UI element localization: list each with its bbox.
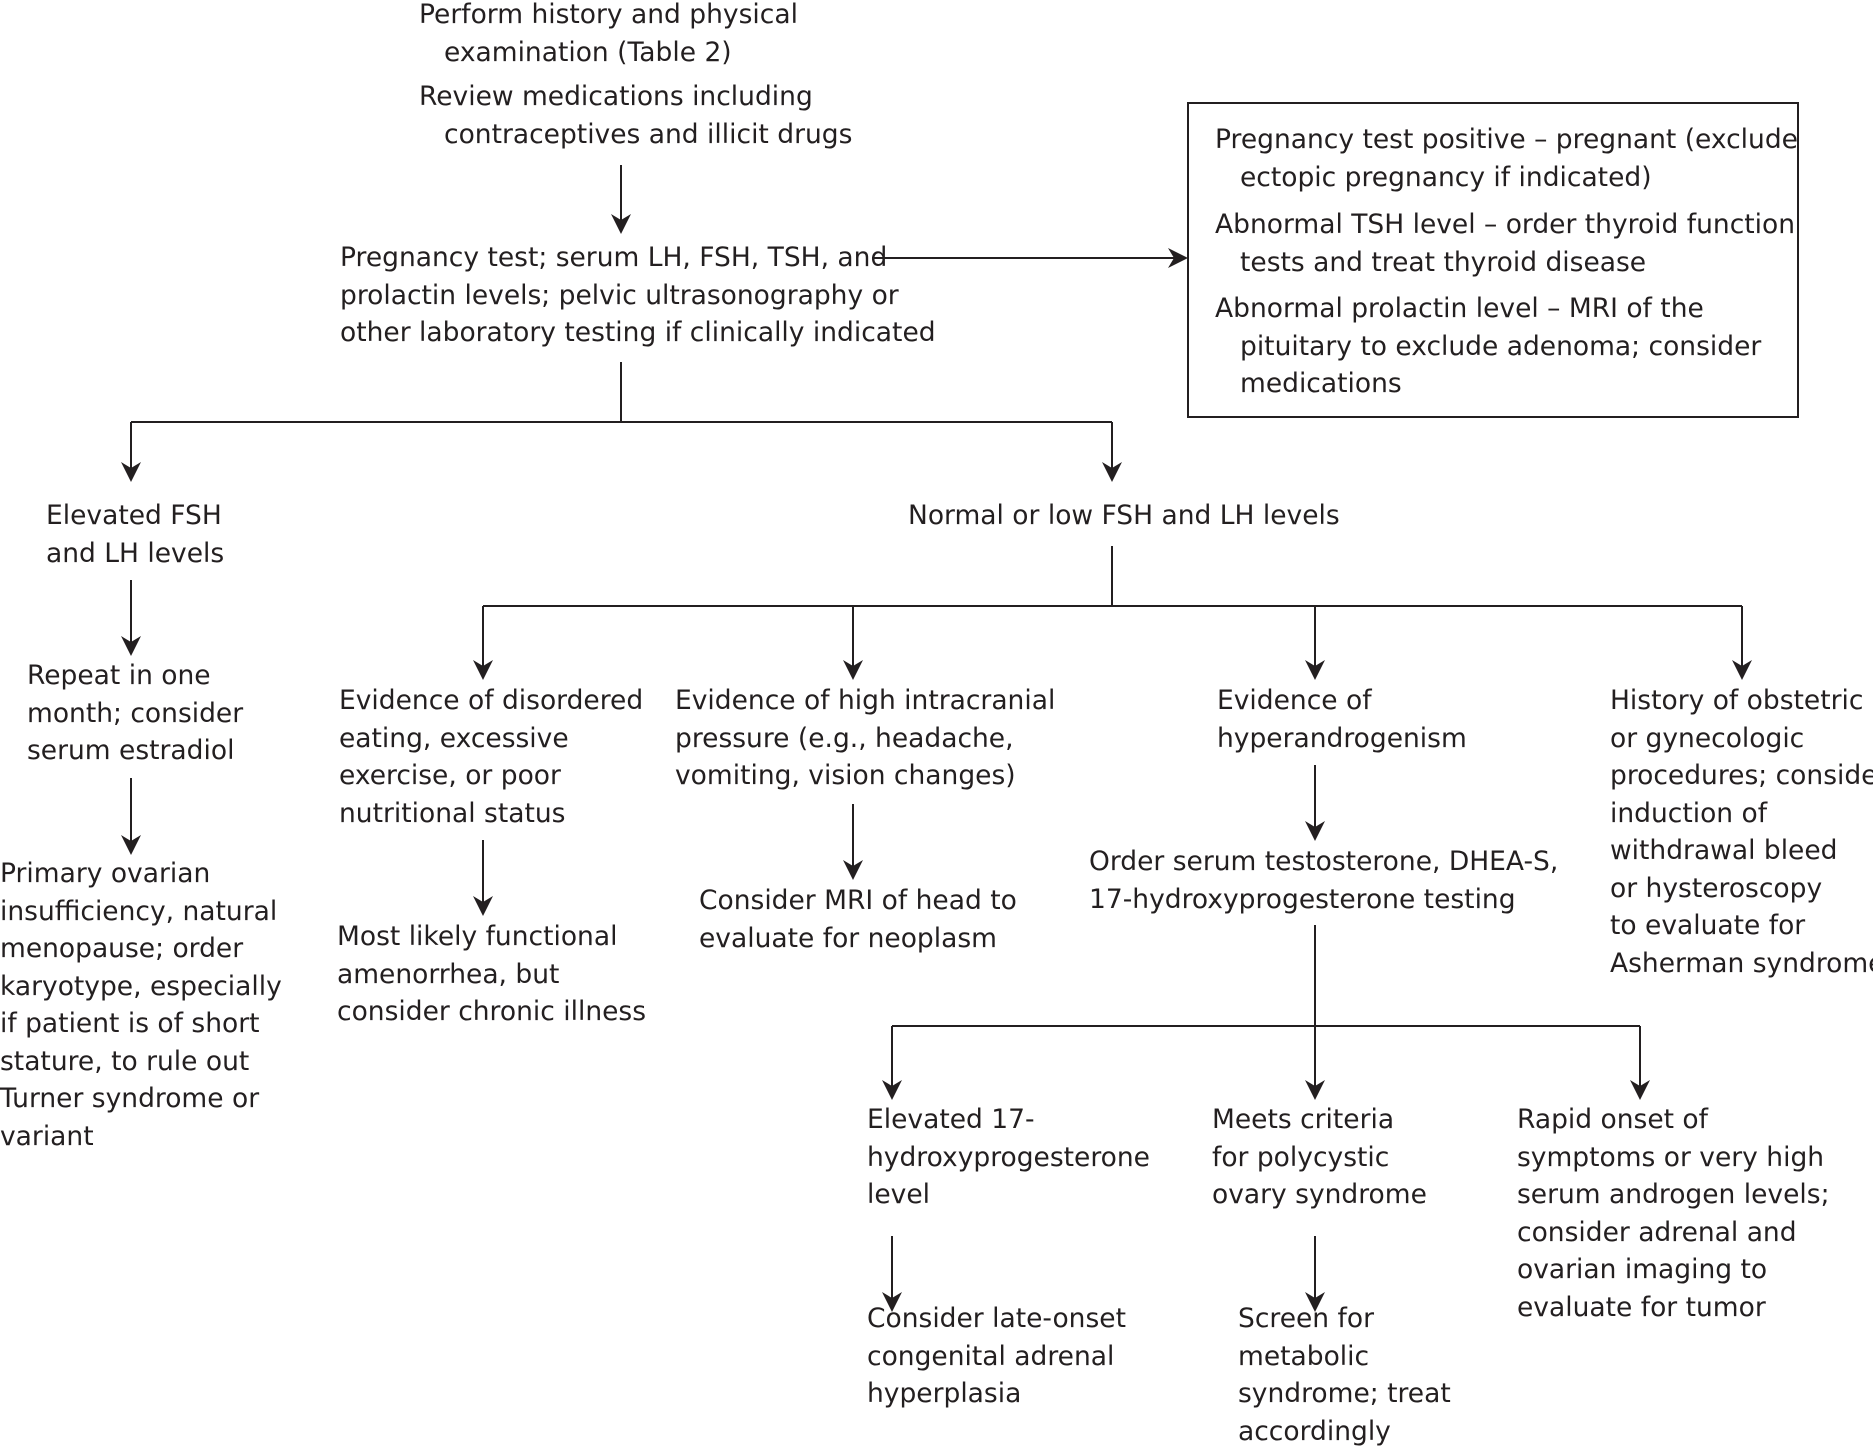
- line: menopause; order: [0, 930, 282, 968]
- line: Screen for: [1238, 1300, 1451, 1338]
- line: consider adrenal and: [1517, 1214, 1830, 1252]
- line: Meets criteria: [1212, 1101, 1427, 1139]
- line: metabolic: [1238, 1338, 1451, 1376]
- line: if patient is of short: [0, 1005, 282, 1043]
- line: examination (Table 2): [419, 34, 798, 72]
- line: insufficiency, natural: [0, 893, 282, 931]
- line: symptoms or very high: [1517, 1139, 1830, 1177]
- line: Evidence of disordered: [339, 682, 643, 720]
- line: variant: [0, 1118, 282, 1156]
- line: Order serum testosterone, DHEA-S,: [1089, 843, 1558, 881]
- line: stature, to rule out: [0, 1043, 282, 1081]
- node-order-serum: Order serum testosterone, DHEA-S,17-hydr…: [1089, 843, 1558, 918]
- line: vomiting, vision changes): [675, 757, 1055, 795]
- line: or hysteroscopy: [1610, 870, 1873, 908]
- line: amenorrhea, but: [337, 956, 646, 994]
- line: Rapid onset of: [1517, 1101, 1830, 1139]
- line: Pregnancy test; serum LH, FSH, TSH, and: [340, 239, 936, 277]
- line: procedures; consider: [1610, 757, 1873, 795]
- line: Most likely functional: [337, 918, 646, 956]
- line: congenital adrenal: [867, 1338, 1126, 1376]
- line: level: [867, 1176, 1150, 1214]
- line: medications: [1215, 365, 1761, 403]
- line: contraceptives and illicit drugs: [419, 116, 852, 154]
- box-item-tsh: Abnormal TSH level – order thyroid funct…: [1215, 206, 1795, 281]
- line: Perform history and physical: [419, 0, 798, 34]
- line: Elevated FSH: [46, 497, 224, 535]
- line: pressure (e.g., headache,: [675, 720, 1055, 758]
- line: serum androgen levels;: [1517, 1176, 1830, 1214]
- line: Consider MRI of head to: [699, 882, 1017, 920]
- line: ovary syndrome: [1212, 1176, 1427, 1214]
- line: accordingly: [1238, 1413, 1451, 1450]
- line: evaluate for tumor: [1517, 1289, 1830, 1327]
- line: hyperandrogenism: [1217, 720, 1467, 758]
- line: Abnormal TSH level – order thyroid funct…: [1215, 206, 1795, 244]
- line: pituitary to exclude adenoma; consider: [1215, 328, 1761, 366]
- line: Repeat in one: [27, 657, 243, 695]
- line: nutritional status: [339, 795, 643, 833]
- line: karyotype, especially: [0, 968, 282, 1006]
- line: for polycystic: [1212, 1139, 1427, 1177]
- line: Abnormal prolactin level – MRI of the: [1215, 290, 1761, 328]
- line: to evaluate for: [1610, 907, 1873, 945]
- line: Elevated 17-: [867, 1101, 1150, 1139]
- line: eating, excessive: [339, 720, 643, 758]
- line: serum estradiol: [27, 732, 243, 770]
- line: Asherman syndrome: [1610, 945, 1873, 983]
- line: ectopic pregnancy if indicated): [1215, 159, 1798, 197]
- line: Primary ovarian: [0, 855, 282, 893]
- line: other laboratory testing if clinically i…: [340, 314, 936, 352]
- line: Normal or low FSH and LH levels: [908, 497, 1340, 535]
- line: exercise, or poor: [339, 757, 643, 795]
- line: History of obstetric: [1610, 682, 1873, 720]
- line: ovarian imaging to: [1517, 1251, 1830, 1289]
- line: Review medications including: [419, 78, 852, 116]
- line: withdrawal bleed: [1610, 832, 1873, 870]
- line: syndrome; treat: [1238, 1375, 1451, 1413]
- node-normal-fsh: Normal or low FSH and LH levels: [908, 497, 1340, 535]
- line: 17-hydroxyprogesterone testing: [1089, 881, 1558, 919]
- line: prolactin levels; pelvic ultrasonography…: [340, 277, 936, 315]
- line: Evidence of high intracranial: [675, 682, 1055, 720]
- line: Turner syndrome or: [0, 1080, 282, 1118]
- line: consider chronic illness: [337, 993, 646, 1031]
- line: hydroxyprogesterone: [867, 1139, 1150, 1177]
- line: and LH levels: [46, 535, 224, 573]
- box-item-pregnancy: Pregnancy test positive – pregnant (excl…: [1215, 121, 1798, 196]
- line: or gynecologic: [1610, 720, 1873, 758]
- line: evaluate for neoplasm: [699, 920, 1017, 958]
- line: Consider late-onset: [867, 1300, 1126, 1338]
- line: Evidence of: [1217, 682, 1467, 720]
- line: induction of: [1610, 795, 1873, 833]
- line: hyperplasia: [867, 1375, 1126, 1413]
- line: month; consider: [27, 695, 243, 733]
- line: Pregnancy test positive – pregnant (excl…: [1215, 121, 1798, 159]
- outcome-box: Pregnancy test positive – pregnant (excl…: [1187, 102, 1799, 418]
- line: tests and treat thyroid disease: [1215, 244, 1795, 282]
